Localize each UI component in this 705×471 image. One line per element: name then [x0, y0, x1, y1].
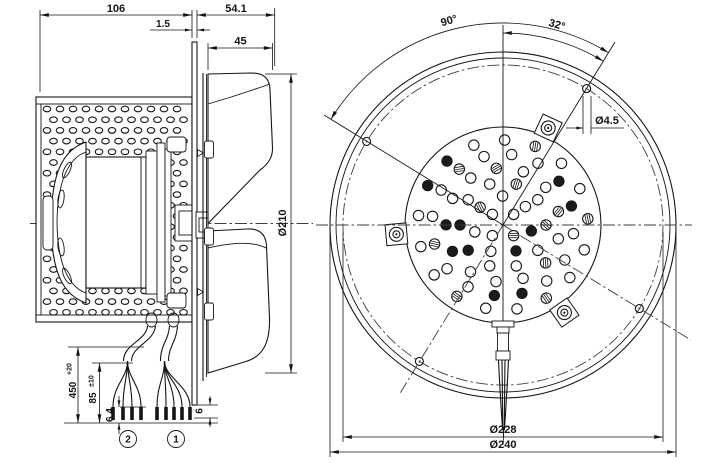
dim-pitch-circle: Ø228 — [490, 424, 517, 436]
front-view: 90° 32° Ø4.5 Ø228 Ø240 — [316, 13, 692, 457]
stud-ear-bottom — [166, 292, 187, 309]
wire-group-1-label: 1 — [173, 435, 179, 446]
mounting-plate — [191, 41, 209, 406]
blade-upper — [207, 72, 274, 225]
impeller-blades — [202, 72, 274, 381]
cable-grommet-left — [145, 312, 158, 328]
dim-strip-length: 6.4 — [105, 408, 116, 422]
wire-tip — [180, 407, 184, 420]
mount-tab — [384, 222, 409, 247]
stud-ear-top — [166, 136, 187, 153]
dim-cable-length: 450 — [68, 381, 79, 398]
dim-split-tolerance: ±10 — [89, 375, 96, 387]
dim-split-length: 85 — [88, 392, 99, 404]
mount-tabs — [384, 113, 580, 328]
mount-tab — [549, 297, 580, 328]
blade-lower — [207, 228, 271, 374]
wire-tip — [172, 407, 176, 420]
arc-32 — [502, 31, 604, 62]
front-cable — [491, 320, 515, 447]
blade-clip — [204, 227, 214, 246]
dim-depth-total: 54.1 — [225, 3, 246, 15]
mount-tab — [533, 113, 563, 143]
wire-tip — [121, 407, 125, 420]
radial-line-90 — [323, 114, 504, 226]
wire-group-2-label: 2 — [125, 435, 131, 446]
weld-mark — [197, 287, 205, 297]
side-view: 106 1.5 54.1 45 Ø210 450 +20 85 ±10 6.4 … — [30, 3, 313, 448]
bearing-boss — [42, 195, 54, 251]
cable-bundles — [111, 325, 192, 420]
wire-tip — [188, 407, 192, 420]
wire-group-2-balloon — [119, 430, 137, 448]
blade-clip — [204, 140, 214, 159]
wire-group-1-balloon — [167, 430, 185, 448]
wire-tip — [130, 407, 134, 420]
dim-cable-length-tolerance: +20 — [67, 363, 74, 375]
radial-centerline-sw — [398, 224, 504, 396]
weld-mark — [197, 148, 205, 158]
cable-grommet-right — [167, 312, 180, 328]
radial-centerline-se — [502, 224, 692, 341]
dim-housing-length: 106 — [107, 3, 125, 15]
side-dimensions: 106 1.5 54.1 45 Ø210 450 +20 85 ±10 6.4 … — [39, 3, 297, 448]
dim-mount-hole: Ø4.5 — [595, 115, 619, 127]
wire-tip — [155, 407, 159, 420]
dim-plate-thickness: 1.5 — [156, 19, 170, 30]
wire-tip — [111, 407, 115, 420]
blade-clip — [204, 302, 214, 321]
motor-internals — [42, 136, 193, 328]
motor-body — [85, 156, 147, 289]
wire-tip — [164, 407, 168, 420]
dim-angle-offset: 32° — [547, 17, 566, 33]
dim-blade-width: 45 — [234, 36, 246, 48]
wire-tip — [139, 407, 143, 420]
dim-angle-span: 90° — [439, 13, 458, 29]
dim-tail-offset: 6 — [195, 408, 206, 414]
dim-outer-diameter: Ø240 — [490, 439, 517, 451]
dim-impeller-diameter: Ø210 — [277, 210, 289, 237]
